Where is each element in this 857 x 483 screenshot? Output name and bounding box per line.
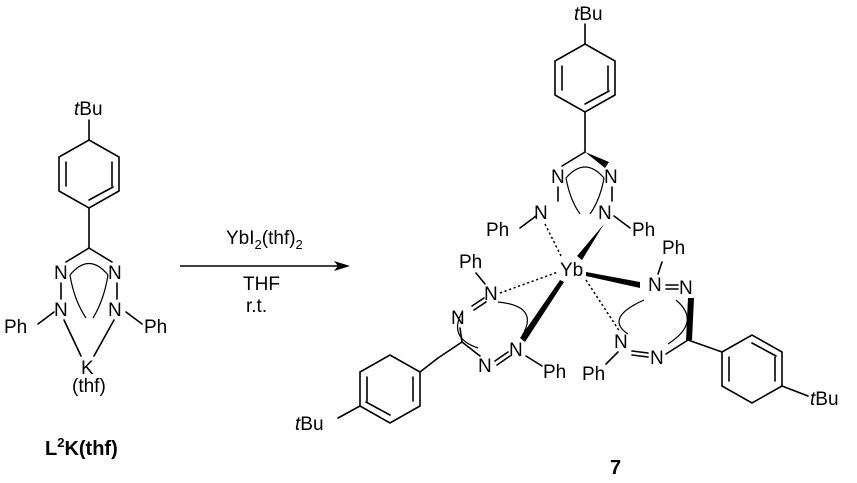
delocalization-arc [457, 311, 479, 349]
bond [93, 319, 115, 357]
phenyl-label: Ph [459, 252, 482, 273]
thf-label: (thf) [72, 376, 106, 397]
bond [65, 247, 90, 263]
wedge-bond [520, 280, 564, 342]
bond [125, 311, 143, 325]
bond [37, 311, 55, 325]
temperature-label: r.t. [246, 296, 267, 317]
ring-double-bond [88, 186, 114, 201]
nitrogen-label: N [54, 300, 68, 321]
reaction-arrow-group: YbI2(thf)2 THF r.t. [180, 228, 350, 317]
nitrogen-label: N [509, 340, 523, 361]
bond [471, 297, 485, 307]
delocalization-arc [69, 274, 87, 319]
bond [525, 355, 543, 367]
nitrogen-label: N [614, 332, 628, 353]
nitrogen-label: N [598, 203, 612, 224]
phenyl-label: Ph [582, 364, 605, 385]
nitrogen-label: N [648, 275, 662, 296]
bond [459, 327, 463, 343]
nitrogen-label: N [108, 263, 122, 284]
bond [63, 319, 82, 357]
ring-double-bond [365, 401, 391, 416]
bond [88, 247, 113, 263]
reactant-structure: tBu N N N N Ph Ph K (thf) L2K(thf) [4, 99, 167, 460]
delocalization-arc [565, 177, 581, 215]
wedge-bond [585, 152, 609, 168]
solvent-label: THF [243, 274, 280, 295]
nitrogen-label: N [650, 348, 664, 369]
bond [613, 215, 631, 229]
product-structure: Yb tBu N N N N Ph Ph Ph N N [295, 4, 839, 479]
phenyl-label: Ph [632, 220, 655, 241]
wedge-bond [586, 272, 640, 288]
phenyl-label: Ph [662, 238, 685, 259]
delocalization-arc [589, 177, 605, 215]
bond [657, 261, 663, 275]
bond [631, 354, 649, 358]
phenyl-label: Ph [543, 362, 566, 383]
potassium-label: K [81, 358, 94, 379]
bond [781, 385, 809, 397]
nitrogen-label: N [108, 300, 122, 321]
bond [437, 341, 463, 359]
nitrogen-label: N [484, 284, 498, 305]
nitrogen-label: N [551, 167, 565, 188]
benzene-ring [359, 354, 421, 424]
bond [687, 339, 723, 353]
benzene-ring [58, 139, 120, 209]
bond [461, 341, 481, 357]
phenyl-label: Ph [4, 317, 27, 338]
bond [337, 405, 361, 419]
phenyl-label: Ph [486, 220, 509, 241]
bond [519, 215, 537, 229]
bond [605, 351, 619, 365]
wedge-bond [686, 298, 694, 340]
nitrogen-label: N [604, 167, 618, 188]
benzene-ring [554, 43, 616, 113]
delocalization-arc [565, 166, 605, 179]
tbu-label: tBu [74, 99, 103, 120]
phenyl-label: Ph [144, 317, 167, 338]
nitrogen-label: N [679, 278, 693, 299]
benzene-ring [721, 334, 783, 404]
reagent-label: YbI2(thf)2 [226, 228, 303, 252]
bond [419, 357, 439, 373]
tbu-label: tBu [295, 414, 324, 435]
dashed-bond [585, 279, 621, 333]
bond [496, 355, 511, 366]
bond [561, 151, 586, 167]
delocalization-arc [667, 299, 688, 345]
ring-double-bond [584, 90, 610, 105]
dashed-bond [499, 271, 559, 294]
dashed-bond [544, 223, 563, 259]
wedge-bond [577, 224, 604, 260]
bond [475, 272, 486, 285]
delocalization-arc [618, 299, 645, 335]
reaction-arrow-head [334, 261, 350, 271]
bond [473, 301, 487, 311]
nitrogen-label: N [478, 356, 492, 377]
tbu-label: tBu [810, 389, 839, 410]
ring-double-bond [751, 342, 777, 357]
ytterbium-label: Yb [560, 260, 583, 281]
delocalization-arc [69, 262, 109, 276]
bond [665, 339, 689, 355]
nitrogen-label: N [534, 203, 548, 224]
delocalization-arc [92, 274, 109, 319]
nitrogen-label: N [54, 263, 68, 284]
reactant-caption: L2K(thf) [45, 435, 118, 460]
tbu-label: tBu [574, 4, 603, 25]
bond [494, 351, 509, 362]
bond [631, 350, 649, 354]
compound-number: 7 [610, 457, 621, 479]
delocalization-arc [497, 301, 528, 337]
